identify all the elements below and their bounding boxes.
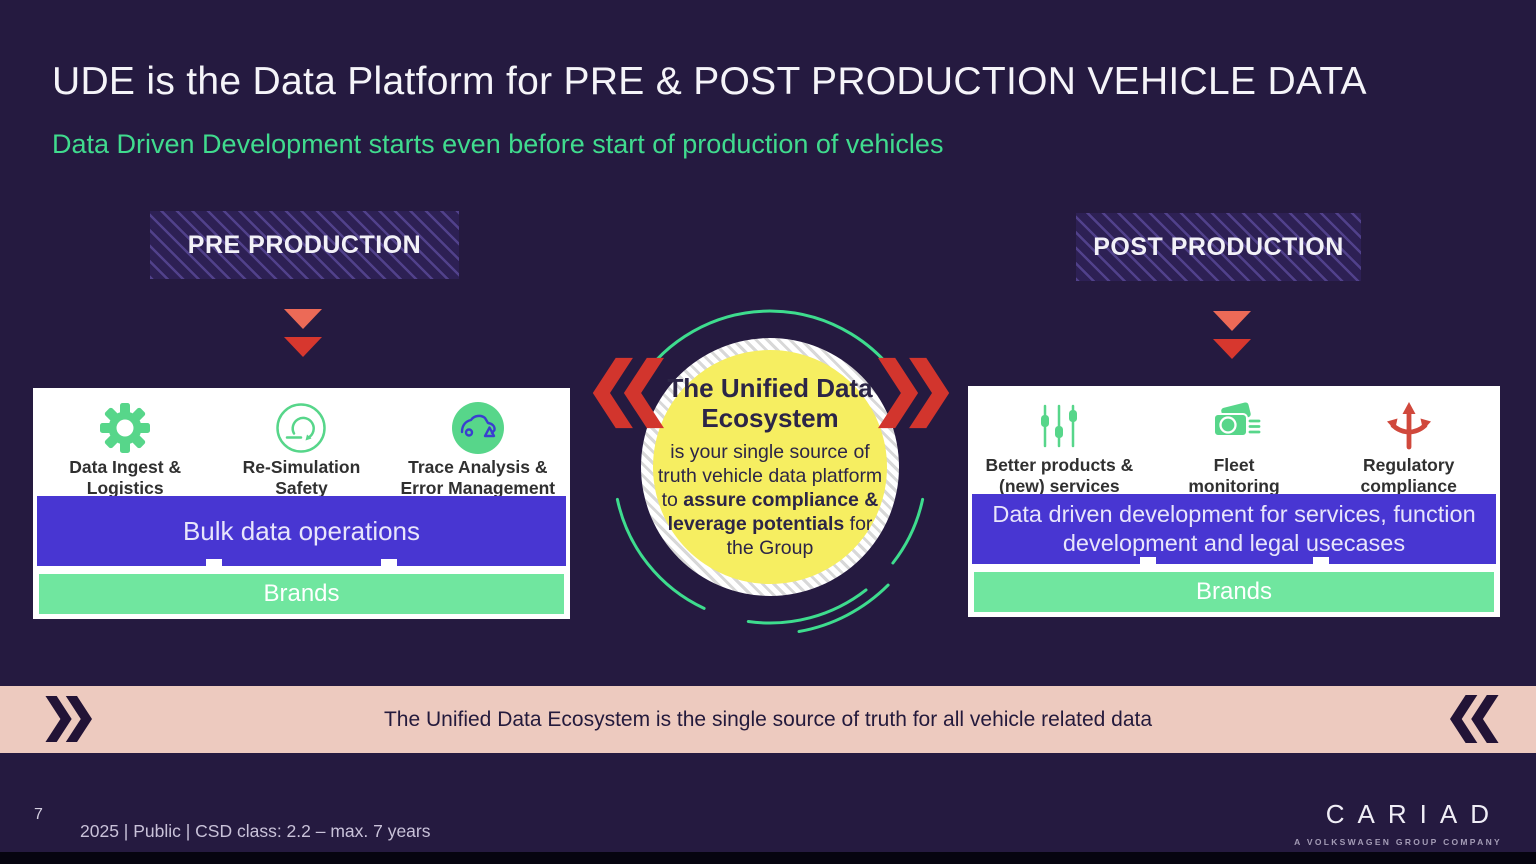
car-trace-icon: [390, 399, 566, 457]
brands-bar-label: Brands: [263, 580, 340, 607]
classification-text: 2025 | Public | CSD class: 2.2 – max. 7 …: [80, 821, 431, 841]
bottom-strip: [0, 852, 1536, 864]
chevrons-left-icon: [592, 357, 664, 429]
page-number: 7: [34, 806, 43, 823]
card-item: Regulatory compliance: [1321, 397, 1496, 508]
center-title: The Unified Data Ecosystem: [667, 372, 873, 433]
bar-notch: [1139, 557, 1156, 564]
bulk-data-bar-label: Bulk data operations: [182, 515, 421, 546]
banner: The Unified Data Ecosystem is the single…: [0, 686, 1536, 753]
cariad-logo: CARIAD: [1325, 799, 1502, 829]
item-label: Trace Analysis & Error Management: [400, 457, 556, 499]
green-arc-icon: [615, 309, 925, 633]
page-subtitle: Data Driven Development starts even befo…: [52, 129, 944, 159]
pre-production-card: Data Ingest & Logistics Re-Simulation Sa…: [33, 388, 570, 619]
chevrons-right-icon: [878, 357, 950, 429]
yellow-circle: The Unified Data Ecosystem is your singl…: [653, 350, 887, 584]
bar-notch: [380, 559, 397, 566]
post-production-label: POST PRODUCTION: [1076, 213, 1361, 281]
brands-bar-label: Brands: [1195, 578, 1273, 605]
center-body-bold: assure compliance & leverage potentials: [667, 489, 879, 535]
brands-bar: Brands: [974, 572, 1494, 612]
bar-notch: [1312, 557, 1329, 564]
data-driven-bar: Data driven development for services, fu…: [972, 494, 1496, 564]
center-body-text: is your single source of truth vehicle d…: [657, 441, 883, 511]
card-item: Fleet monitoring: [1147, 397, 1322, 508]
banner-text: The Unified Data Ecosystem is the single…: [383, 707, 1153, 731]
center-body: is your single source of truth vehicle d…: [656, 441, 884, 560]
resimulation-loop-icon: [213, 399, 389, 457]
bar-notch: [206, 559, 223, 566]
pre-production-label: PRE PRODUCTION: [150, 211, 459, 279]
banner-chevrons-left-icon: [1450, 695, 1499, 743]
logo-tagline: A VOLKSWAGEN GROUP COMPANY: [1294, 837, 1502, 847]
down-arrow-icon: [284, 309, 322, 329]
post-production-card: Better products & (new) services: [968, 386, 1500, 617]
down-arrow-icon: [1213, 311, 1251, 331]
item-label: Data Ingest & Logistics: [69, 457, 182, 499]
sliders-icon: [972, 397, 1147, 455]
card-item: Re-Simulation Safety: [213, 399, 389, 510]
gear-icon: [37, 399, 213, 457]
item-label: Re-Simulation Safety: [242, 457, 361, 499]
banner-chevrons-right-icon: [45, 696, 92, 742]
pre-production-items: Data Ingest & Logistics Re-Simulation Sa…: [33, 388, 570, 510]
down-arrow-icon: [1213, 339, 1251, 359]
data-driven-bar-label: Data driven development for services, fu…: [992, 500, 1476, 556]
bulk-data-bar: Bulk data operations: [37, 496, 566, 566]
down-arrow-icon: [284, 337, 322, 357]
post-production-items: Better products & (new) services: [968, 386, 1500, 508]
center-body-text: for the Group: [726, 512, 873, 559]
wallet-icon: [1147, 397, 1322, 455]
item-label: Fleet monitoring: [1188, 455, 1280, 497]
branching-arrows-icon: [1321, 397, 1496, 455]
page-title: UDE is the Data Platform for PRE & POST …: [52, 60, 1367, 103]
item-label: Regulatory compliance: [1360, 455, 1457, 497]
card-item: Trace Analysis & Error Management: [390, 399, 566, 510]
card-item: Better products & (new) services: [972, 397, 1147, 508]
card-item: Data Ingest & Logistics: [37, 399, 213, 510]
brands-bar: Brands: [39, 574, 564, 614]
item-label: Better products & (new) services: [985, 455, 1134, 497]
